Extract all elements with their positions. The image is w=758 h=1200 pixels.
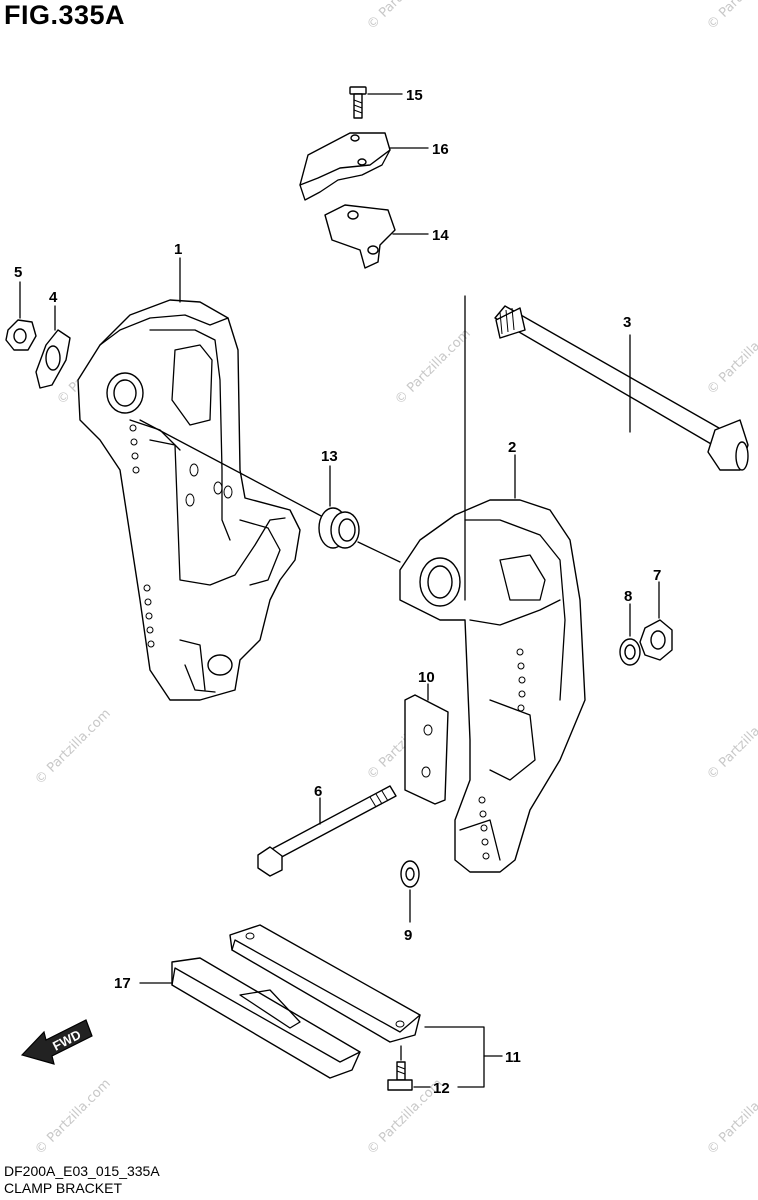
watermark: © Partzilla.com xyxy=(32,706,114,788)
figure-title: FIG.335A xyxy=(4,0,126,30)
callout-17: 17 xyxy=(114,975,131,992)
part-4-washer xyxy=(35,305,71,389)
figure-code: DF200A_E03_015_335A xyxy=(4,1163,160,1179)
callout-13: 13 xyxy=(321,448,338,465)
part-14-bracket xyxy=(324,204,429,269)
part-7-nut xyxy=(639,581,673,661)
part-9-washer xyxy=(400,860,420,923)
part-11-anode xyxy=(229,924,503,1088)
fwd-label: FWD xyxy=(50,1027,83,1054)
callout-2: 2 xyxy=(508,439,516,456)
watermark: © Partzilla.com xyxy=(364,0,446,33)
right-bracket-adjustment-holes xyxy=(478,648,526,860)
callout-8: 8 xyxy=(624,588,632,605)
callout-15: 15 xyxy=(406,87,423,104)
watermark: © Partzilla.com xyxy=(704,0,758,33)
part-10-plate xyxy=(404,683,449,805)
callout-5: 5 xyxy=(14,264,22,281)
callout-12: 12 xyxy=(433,1080,450,1097)
shaft-axis-line xyxy=(357,541,401,563)
part-2-clamp-bracket-right xyxy=(399,454,586,873)
callout-6: 6 xyxy=(314,783,322,800)
callout-1: 1 xyxy=(174,241,182,258)
part-8-washer xyxy=(619,603,641,666)
part-6-bolt xyxy=(257,785,397,877)
watermark: © Partzilla.com xyxy=(704,701,758,783)
left-bracket-adjustment-holes xyxy=(129,424,233,648)
part-5-nut xyxy=(5,281,37,351)
part-17-plate xyxy=(139,957,361,1079)
shaft-axis-line xyxy=(139,419,326,519)
callout-7: 7 xyxy=(653,567,661,584)
watermark: © Partzilla.com xyxy=(704,1076,758,1158)
part-12-screw xyxy=(387,1045,431,1091)
callouts: 1 2 3 4 5 6 7 8 9 10 11 12 13 14 15 16 1… xyxy=(14,87,661,1097)
callout-16: 16 xyxy=(432,141,449,158)
part-15-bolt xyxy=(349,86,403,119)
callout-4: 4 xyxy=(49,289,58,306)
watermark: © Partzilla.com xyxy=(704,316,758,398)
part-16-cover xyxy=(299,132,429,201)
callout-10: 10 xyxy=(418,669,435,686)
watermark: © Partzilla.com xyxy=(392,326,474,408)
figure-caption: CLAMP BRACKET xyxy=(4,1180,122,1196)
watermark: © Partzilla.com xyxy=(32,1076,114,1158)
callout-9: 9 xyxy=(404,927,412,944)
part-3-tilt-shaft xyxy=(494,305,749,471)
part-13-bushing xyxy=(318,465,360,549)
fwd-direction-arrow: FWD xyxy=(20,1019,93,1065)
part-1-clamp-bracket-left xyxy=(77,257,301,701)
callout-11: 11 xyxy=(505,1049,521,1066)
callout-14: 14 xyxy=(432,227,449,244)
callout-3: 3 xyxy=(623,314,631,331)
